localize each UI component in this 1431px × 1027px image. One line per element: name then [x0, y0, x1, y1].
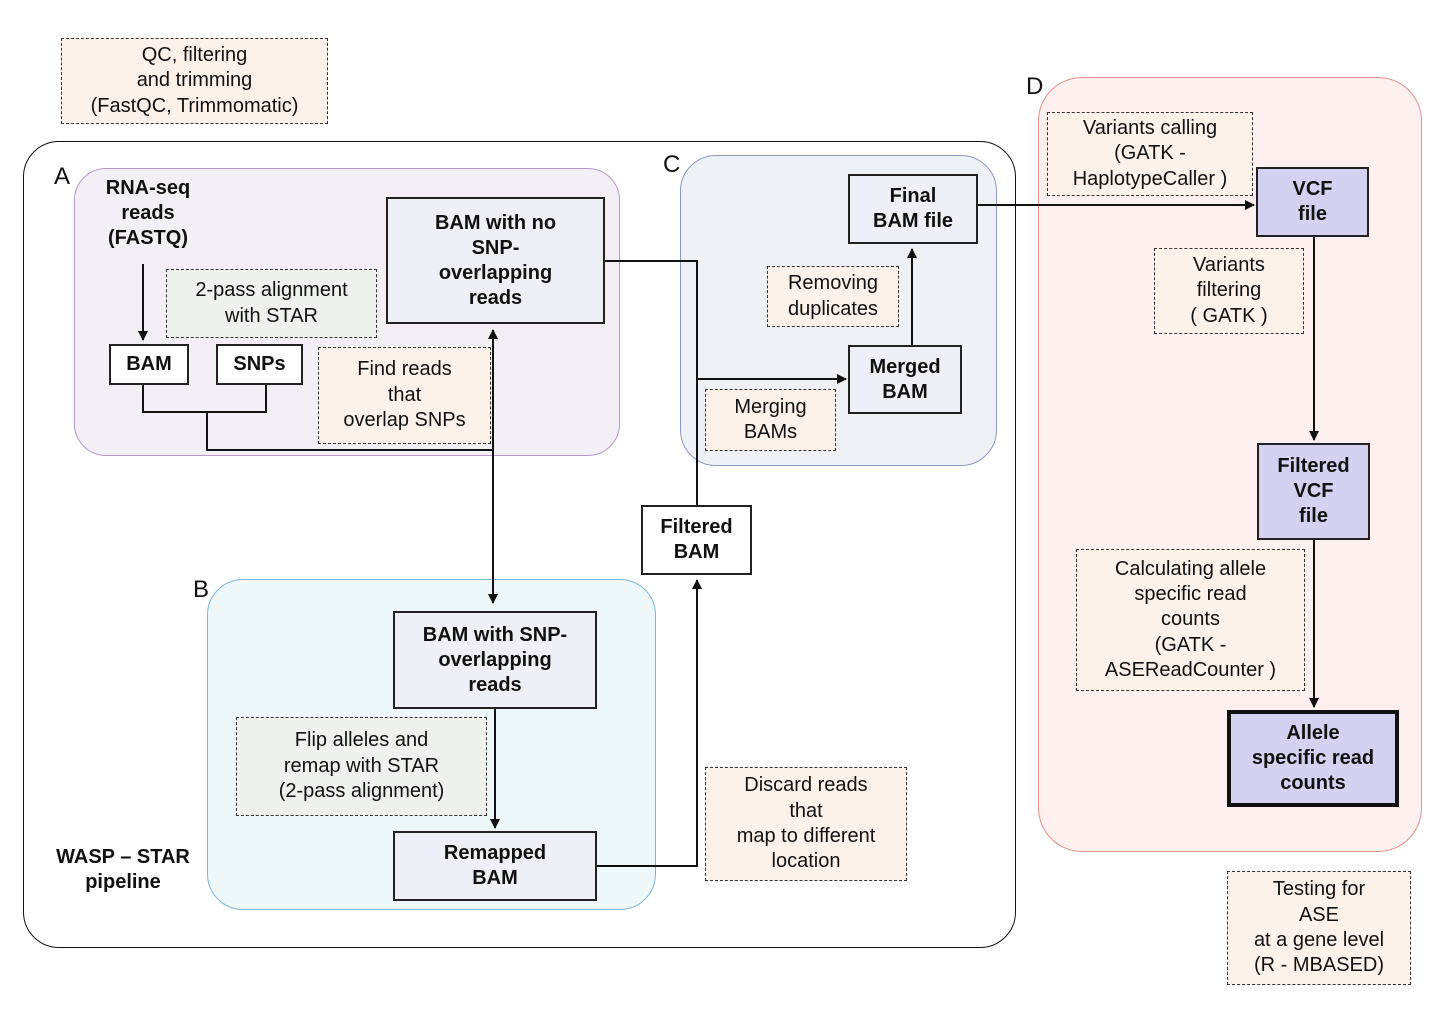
- section-label-b: B: [193, 576, 210, 603]
- node-filtered-vcf-file: Filtered VCF file: [1257, 443, 1370, 540]
- note-variants-filtering: Variants filtering ( GATK ): [1154, 248, 1304, 334]
- note-variants-calling: Variants calling (GATK - HaplotypeCaller…: [1047, 112, 1253, 196]
- note-merging-bams: Merging BAMs: [705, 389, 836, 451]
- node-vcf-file: VCF file: [1256, 167, 1369, 237]
- note-flip-alleles: Flip alleles and remap with STAR (2-pass…: [236, 717, 487, 816]
- rnaseq-reads-label: RNA-seq reads (FASTQ): [105, 177, 191, 249]
- pipeline-label: WASP – STAR pipeline: [56, 846, 190, 893]
- node-merged-bam: Merged BAM: [848, 345, 962, 414]
- node-filtered-bam: Filtered BAM: [641, 505, 752, 575]
- note-removing-duplicates: Removing duplicates: [767, 266, 899, 327]
- node-snps: SNPs: [216, 344, 303, 385]
- node-bam: BAM: [109, 344, 189, 385]
- node-allele-specific-read-counts: Allele specific read counts: [1227, 710, 1399, 807]
- node-bam-no-snp-overlapping: BAM with no SNP- overlapping reads: [386, 197, 605, 324]
- note-testing-ase: Testing for ASE at a gene level (R - MBA…: [1227, 871, 1411, 985]
- section-label-d: D: [1026, 73, 1044, 100]
- node-remapped-bam: Remapped BAM: [393, 831, 597, 901]
- node-final-bam-file: Final BAM file: [848, 174, 978, 244]
- wasp-star-container: [23, 141, 1016, 948]
- section-label-c: C: [663, 151, 681, 178]
- note-qc: QC, filtering and trimming (FastQC, Trim…: [61, 38, 328, 124]
- node-bam-snp-overlapping: BAM with SNP- overlapping reads: [393, 611, 597, 709]
- note-calculating-allele-counts: Calculating allele specific read counts …: [1076, 549, 1305, 691]
- section-label-a: A: [54, 163, 71, 190]
- note-discard-reads: Discard reads that map to different loca…: [705, 767, 907, 881]
- note-find-reads: Find reads that overlap SNPs: [318, 347, 491, 444]
- note-two-pass-alignment: 2-pass alignment with STAR: [166, 269, 377, 338]
